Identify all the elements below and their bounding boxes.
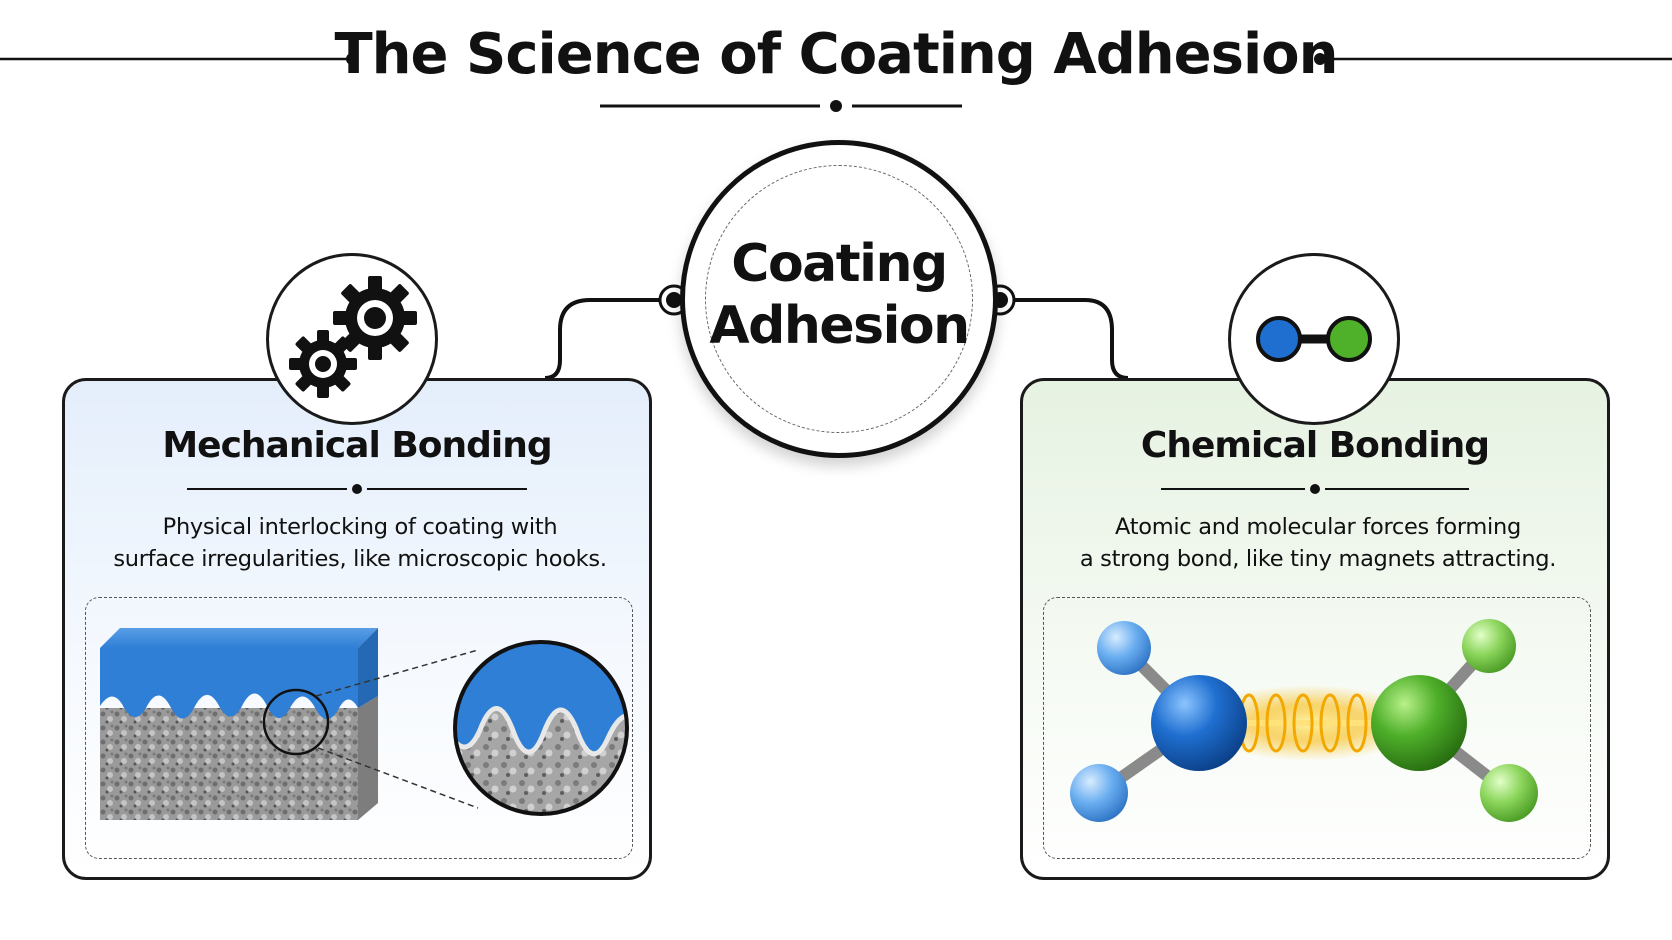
- small-blue-atom: [1070, 764, 1128, 822]
- chemical-desc-line1: Atomic and molecular forces forming: [1115, 514, 1521, 540]
- molecule-illustration: [1070, 619, 1538, 822]
- center-label: Coating Adhesion: [685, 233, 993, 357]
- page-title: The Science of Coating Adhesion: [334, 22, 1338, 87]
- chemical-divider: [1161, 484, 1469, 494]
- chemical-bonding-card: Chemical Bonding Atomic and molecular fo…: [1020, 378, 1610, 880]
- mechanical-bonding-description: Physical interlocking of coating with su…: [85, 511, 635, 575]
- zoom-detail: [455, 642, 627, 814]
- center-node: Coating Adhesion: [680, 140, 998, 458]
- center-dashed-ring: [705, 165, 973, 433]
- mechanical-desc-line1: Physical interlocking of coating with: [162, 514, 558, 540]
- mechanical-illustration: [100, 628, 629, 820]
- chemical-bonding-title: Chemical Bonding: [1140, 425, 1490, 466]
- molecule-bond-icon: [1256, 316, 1372, 362]
- chemical-illustration-frame: [1043, 597, 1591, 859]
- small-green-atom: [1462, 619, 1516, 673]
- substrate-block: [100, 708, 358, 820]
- mechanical-illustration-frame: [85, 597, 633, 859]
- mechanical-bonding-title: Mechanical Bonding: [162, 425, 552, 466]
- chemical-icon-circle: [1228, 253, 1400, 425]
- gears-icon: [289, 276, 417, 398]
- large-blue-atom: [1151, 675, 1247, 771]
- mechanical-bonding-card: Mechanical Bonding Physical interlocking…: [62, 378, 652, 880]
- chemical-bonding-description: Atomic and molecular forces forming a st…: [1043, 511, 1593, 575]
- mechanical-icon-circle: [266, 253, 438, 425]
- center-label-line1: Coating: [731, 234, 948, 294]
- chemical-desc-line2: a strong bond, like tiny magnets attract…: [1079, 546, 1557, 572]
- large-green-atom: [1371, 675, 1467, 771]
- center-label-line2: Adhesion: [709, 296, 970, 356]
- mechanical-desc-line2: surface irregularities, like microscopic…: [113, 546, 607, 572]
- coating-layer: [100, 648, 358, 720]
- mechanical-divider: [187, 484, 527, 494]
- small-green-atom: [1480, 764, 1538, 822]
- small-blue-atom: [1097, 621, 1151, 675]
